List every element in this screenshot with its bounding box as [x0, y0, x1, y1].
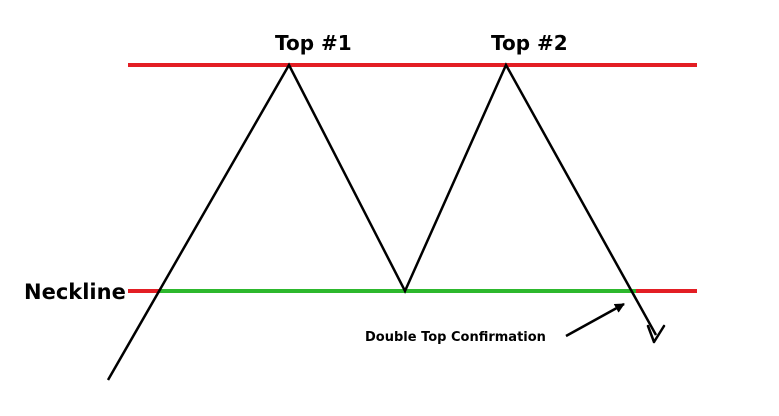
breakdown-arrowhead-icon [646, 324, 666, 344]
confirmation-arrow [565, 302, 625, 338]
price-path [106, 62, 658, 381]
confirmation-label: Double Top Confirmation [365, 330, 546, 345]
top2-label: Top #2 [491, 31, 568, 55]
neckline-label: Neckline [24, 280, 126, 304]
top1-label: Top #1 [275, 31, 352, 55]
